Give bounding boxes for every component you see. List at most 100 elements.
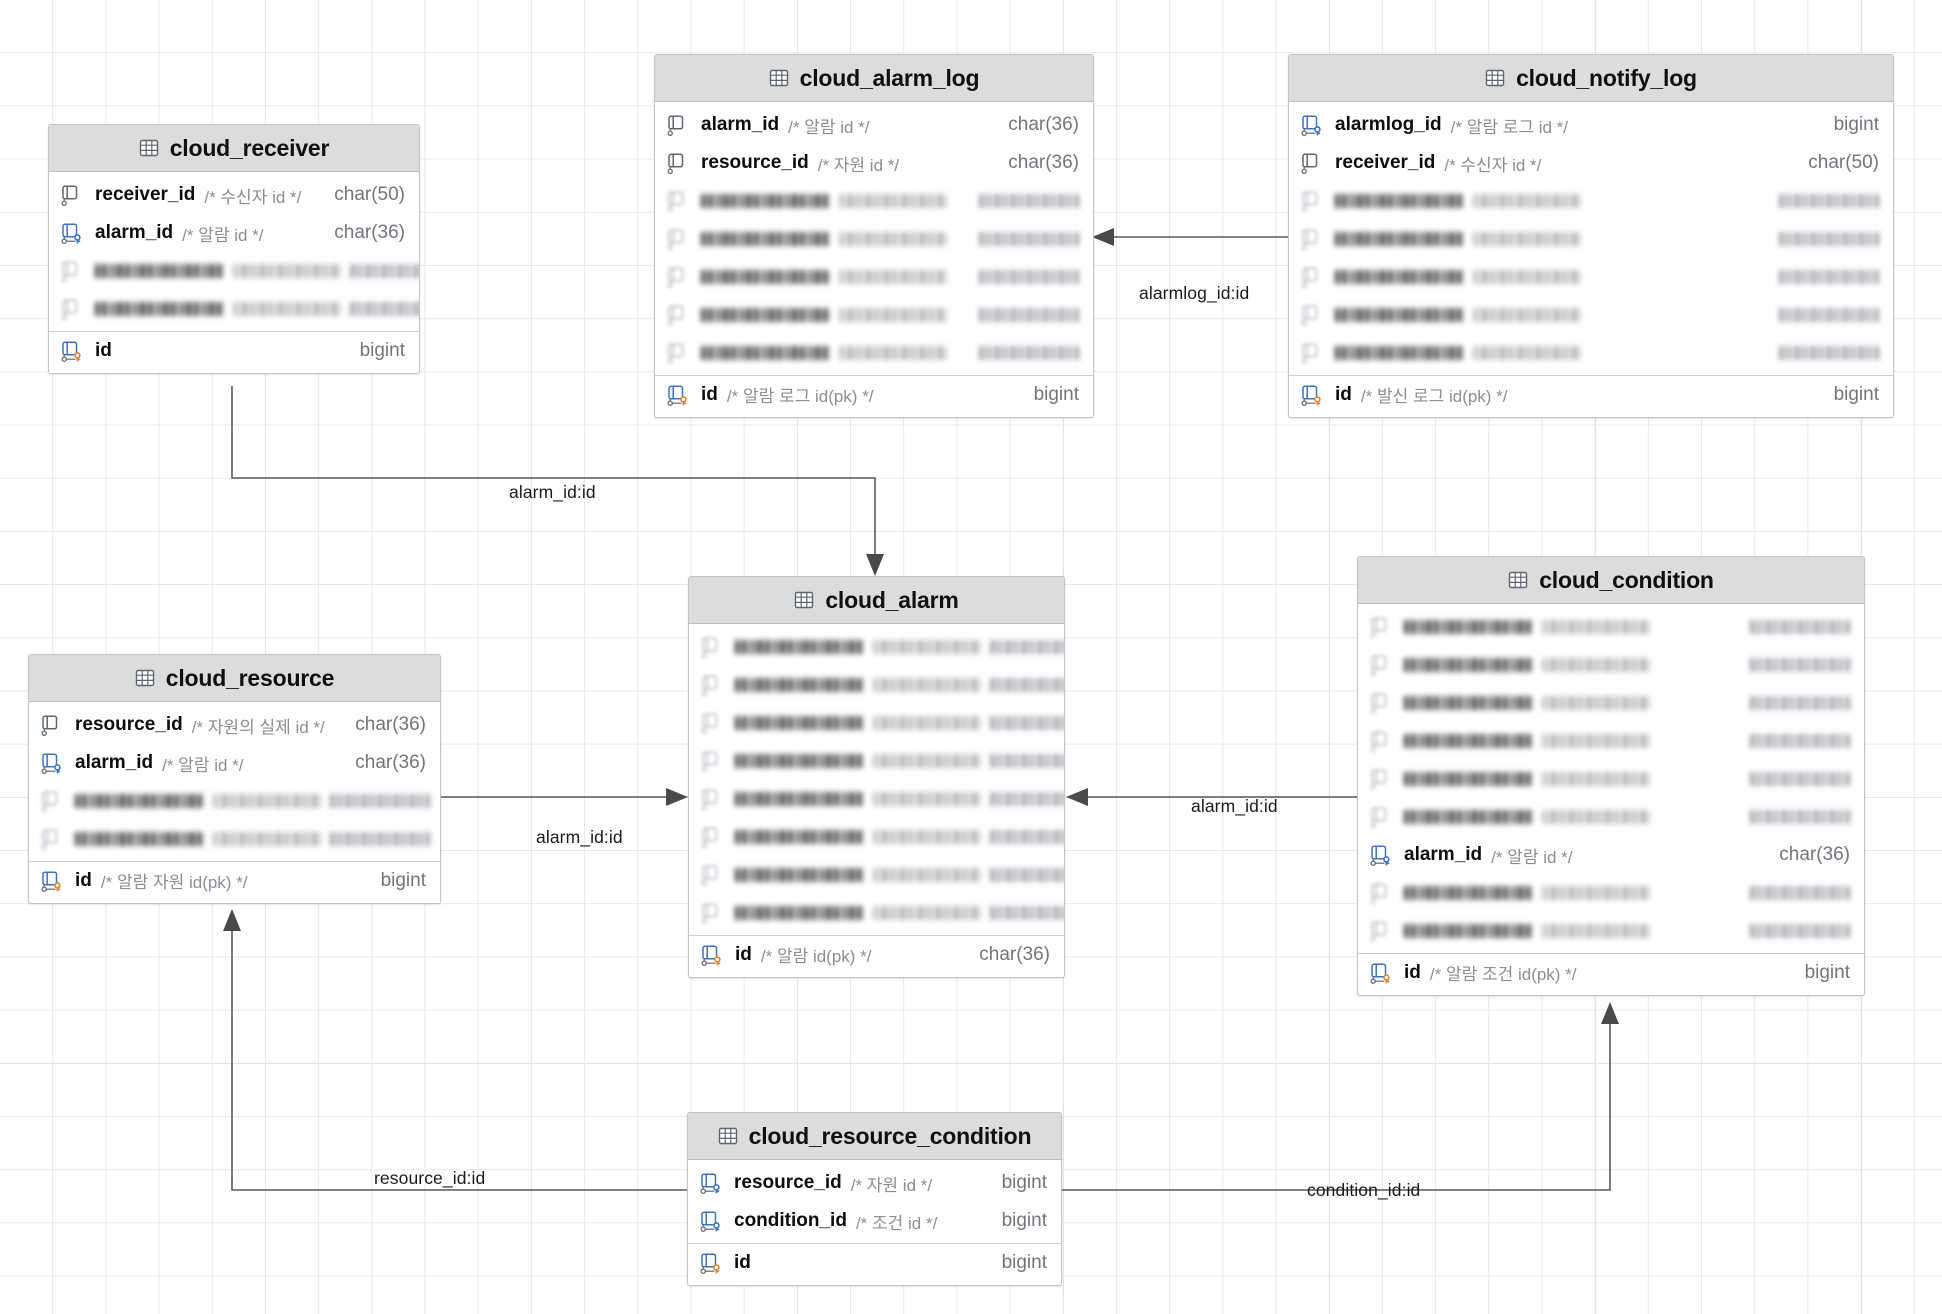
column-row[interactable]: resource_id/* 자원 id */bigint xyxy=(688,1164,1061,1202)
column-row[interactable]: condition_id/* 조건 id */bigint xyxy=(688,1202,1061,1240)
column-row[interactable]: redacted text /* redacted */ redacted xyxy=(1289,182,1893,220)
column-type: redacted xyxy=(1749,920,1851,942)
column-row[interactable]: receiver_id/* 수신자 id */char(50) xyxy=(49,176,419,214)
column-row[interactable]: redacted text /* redacted */ redacted xyxy=(29,820,440,858)
column-row[interactable]: redacted text /* redacted */ redacted xyxy=(1289,334,1893,372)
table-node-cloud-condition[interactable]: cloud_condition redacted text /* redacte… xyxy=(1357,556,1865,996)
column-comment: /* 자원 id */ xyxy=(850,1175,933,1195)
table-grid-icon xyxy=(769,69,788,87)
column-row[interactable]: redacted text /* redacted */ redacted xyxy=(689,894,1064,932)
column-row[interactable]: alarm_id/* 알람 id */char(36) xyxy=(49,214,419,252)
column-name: redacted text xyxy=(95,260,224,282)
column-row[interactable]: redacted text /* redacted */ redacted xyxy=(49,290,419,328)
table-columns: receiver_id/* 수신자 id */char(50) alarm_id /… xyxy=(49,172,419,373)
column-row[interactable]: redacted text /* redacted */ redacted xyxy=(655,258,1093,296)
column-type: redacted xyxy=(1749,692,1851,714)
column-icon xyxy=(1301,191,1318,212)
table-grid-icon xyxy=(1508,571,1528,589)
column-row[interactable]: redacted text /* redacted */ redacted xyxy=(689,666,1064,704)
column-icon xyxy=(61,185,78,206)
column-row[interactable]: redacted text /* redacted */ redacted xyxy=(1289,220,1893,258)
primary-key-row[interactable]: id/* 알람 로그 id(pk) */bigint xyxy=(655,375,1093,413)
edge-label-alarm-id-id-receiver: alarm_id:id xyxy=(509,482,596,502)
table-header-cloud-alarm-log: cloud_alarm_log xyxy=(655,55,1093,102)
column-comment: /* redacted */ xyxy=(212,791,321,811)
column-name: redacted text xyxy=(1404,730,1533,752)
column-comment: /* redacted */ xyxy=(232,261,341,281)
column-type: redacted xyxy=(978,304,1080,326)
column-comment: /* 알람 id */ xyxy=(1491,847,1573,867)
column-row[interactable]: alarmlog_id/* 알람 로그 id */bigint xyxy=(1289,106,1893,144)
table-title: cloud_condition xyxy=(1539,566,1714,593)
column-type: bigint xyxy=(359,339,405,361)
column-name: redacted text xyxy=(735,750,864,772)
column-name: redacted text xyxy=(1404,692,1533,714)
column-type: char(50) xyxy=(1808,152,1879,173)
table-node-cloud-alarm[interactable]: cloud_alarm redacted text /* redacted */… xyxy=(688,576,1065,978)
column-type: bigint xyxy=(1001,1172,1047,1193)
column-row[interactable]: redacted text /* redacted */ redacted xyxy=(1358,912,1864,950)
column-name: redacted text xyxy=(735,902,864,924)
primary-key-row[interactable]: id/* 알람 id(pk) */char(36) xyxy=(689,935,1064,973)
column-row[interactable]: alarm_id/* 알람 id */char(36) xyxy=(655,106,1093,144)
column-row[interactable]: alarm_id/* 알람 id */char(36) xyxy=(1358,836,1864,874)
table-header-cloud-condition: cloud_condition xyxy=(1358,557,1864,604)
primary-key-row[interactable]: id/* 알람 자원 id(pk) */bigint xyxy=(29,861,440,899)
column-type: bigint xyxy=(1001,1210,1047,1231)
column-row[interactable]: redacted text /* redacted */ redacted xyxy=(1358,684,1864,722)
column-row[interactable]: redacted text /* redacted */ redacted xyxy=(689,704,1064,742)
table-columns: redacted text /* redacted */ redacted re… xyxy=(1358,604,1864,995)
column-name: redacted text xyxy=(75,790,204,812)
column-row[interactable]: receiver_id/* 수신자 id */char(50) xyxy=(1289,144,1893,182)
foreign-key-icon xyxy=(700,1211,720,1232)
column-name: alarm_id xyxy=(95,222,174,243)
column-row[interactable]: redacted text /* redacted */ redacted xyxy=(1289,258,1893,296)
column-type: redacted xyxy=(1778,228,1880,250)
column-row[interactable]: alarm_id/* 알람 id */char(36) xyxy=(29,744,440,782)
column-row[interactable]: redacted text /* redacted */ redacted xyxy=(689,856,1064,894)
column-row[interactable]: redacted text /* redacted */ redacted xyxy=(1358,608,1864,646)
column-row[interactable]: redacted text /* redacted */ redacted xyxy=(689,818,1064,856)
primary-key-icon xyxy=(1370,962,1390,984)
column-comment: /* redacted */ xyxy=(212,829,321,849)
table-grid-icon xyxy=(1485,69,1505,87)
column-row[interactable]: resource_id/* 자원 id */char(36) xyxy=(655,144,1093,182)
column-row[interactable]: redacted text /* redacted */ redacted xyxy=(1358,760,1864,798)
primary-key-row[interactable]: id/* 알람 조건 id(pk) */bigint xyxy=(1358,953,1864,991)
column-row[interactable]: redacted text /* redacted */ redacted xyxy=(49,252,419,290)
column-row[interactable]: resource_id/* 자원의 실제 id */char(36) xyxy=(29,706,440,744)
column-type: redacted xyxy=(349,260,419,282)
edge-rescond-to-resource xyxy=(223,909,687,1191)
column-row[interactable]: redacted text /* redacted */ redacted xyxy=(689,742,1064,780)
table-title: cloud_resource_condition xyxy=(748,1122,1032,1149)
column-row[interactable]: redacted text /* redacted */ redacted xyxy=(1358,646,1864,684)
edge-notifylog-to-alarmlog xyxy=(1092,228,1288,246)
primary-key-row[interactable]: id/* 발신 로그 id(pk) */bigint xyxy=(1289,375,1893,413)
column-row[interactable]: redacted text /* redacted */ redacted xyxy=(1358,722,1864,760)
column-row[interactable]: redacted text /* redacted */ redacted xyxy=(29,782,440,820)
column-comment: /* 알람 id */ xyxy=(182,225,264,245)
column-row[interactable]: redacted text /* redacted */ redacted xyxy=(655,182,1093,220)
column-icon xyxy=(701,637,718,658)
table-node-cloud-alarm-log[interactable]: cloud_alarm_log alarm_id/* 알람 id */char(3… xyxy=(654,54,1094,418)
column-row[interactable]: redacted text /* redacted */ redacted xyxy=(689,628,1064,666)
column-row[interactable]: redacted text /* redacted */ redacted xyxy=(655,334,1093,372)
column-row[interactable]: redacted text /* redacted */ redacted xyxy=(1358,798,1864,836)
table-title: cloud_alarm xyxy=(825,586,959,613)
column-comment: /* 자원의 실제 id */ xyxy=(191,717,325,737)
column-row[interactable]: redacted text /* redacted */ redacted xyxy=(1358,874,1864,912)
column-row[interactable]: redacted text /* redacted */ redacted xyxy=(689,780,1064,818)
column-icon xyxy=(1370,883,1387,904)
column-icon xyxy=(1301,305,1318,326)
column-row[interactable]: redacted text /* redacted */ redacted xyxy=(655,296,1093,334)
column-type: char(50) xyxy=(334,184,405,205)
column-row[interactable]: redacted text /* redacted */ redacted xyxy=(655,220,1093,258)
column-row[interactable]: redacted text /* redacted */ redacted xyxy=(1289,296,1893,334)
